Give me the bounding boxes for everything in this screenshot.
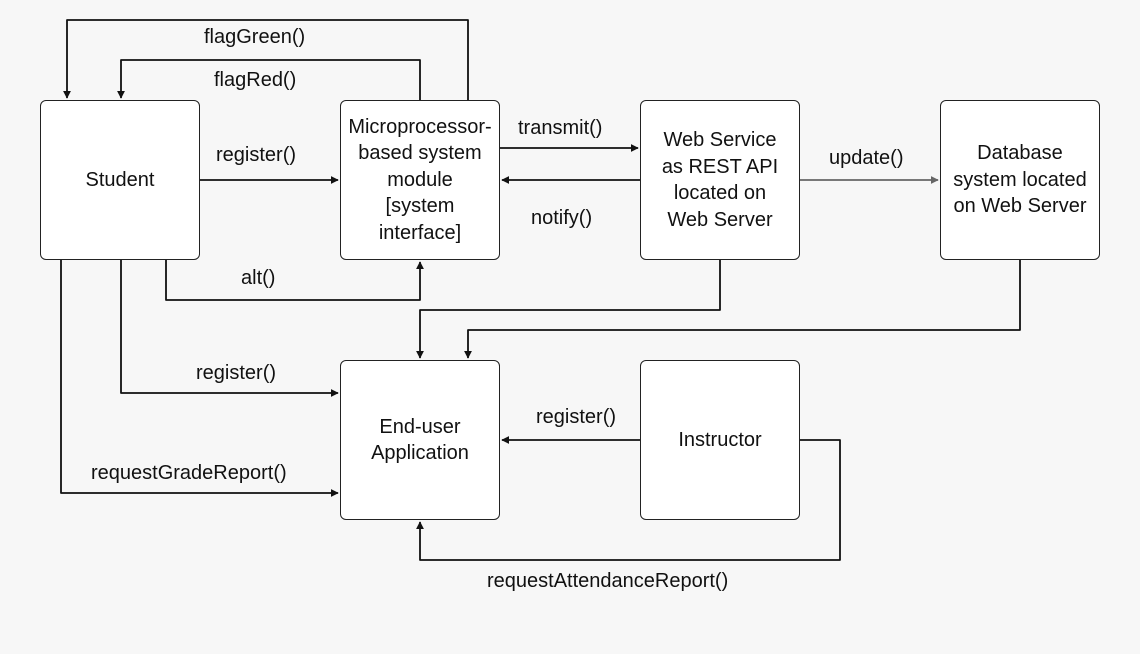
database-label: Database system located on Web Server — [953, 142, 1087, 218]
web-service-node: Web Service as REST API located on Web S… — [640, 100, 800, 260]
edge-alt — [165, 260, 424, 301]
register-micro-label: register() — [216, 144, 297, 166]
enduser-app-label: End-user Application — [371, 415, 469, 465]
edge-register-student-app — [120, 260, 339, 397]
update-label: update() — [829, 147, 904, 169]
database-node: Database system located on Web Server — [940, 100, 1100, 260]
microprocessor-label: Microprocessor- based system module [sys… — [348, 115, 492, 244]
instructor-node: Instructor — [640, 360, 800, 520]
student-node: Student — [40, 100, 200, 260]
edge-webservice-to-app — [416, 260, 721, 359]
microprocessor-node: Microprocessor- based system module [sys… — [340, 100, 500, 260]
student-label: Student — [85, 168, 155, 191]
alt-label: alt() — [241, 267, 276, 289]
edge-flag-green — [63, 19, 469, 100]
enduser-app-node: End-user Application — [340, 360, 500, 520]
edge-request-attendance — [416, 439, 841, 561]
flag-red-label: flagRed() — [214, 69, 297, 91]
web-service-label: Web Service as REST API located on Web S… — [661, 129, 779, 231]
notify-label: notify() — [531, 207, 593, 229]
edge-request-grade — [60, 260, 339, 497]
register-instructor-label: register() — [536, 406, 617, 428]
instructor-label: Instructor — [678, 428, 762, 451]
request-grade-label: requestGradeReport() — [91, 462, 287, 484]
edge-database-to-app — [464, 260, 1021, 359]
register-student-app-label: register() — [196, 362, 277, 384]
flag-green-label: flagGreen() — [204, 26, 306, 48]
edge-flag-red — [117, 59, 421, 100]
request-attendance-label: requestAttendanceReport() — [487, 570, 729, 592]
transmit-label: transmit() — [518, 117, 603, 139]
